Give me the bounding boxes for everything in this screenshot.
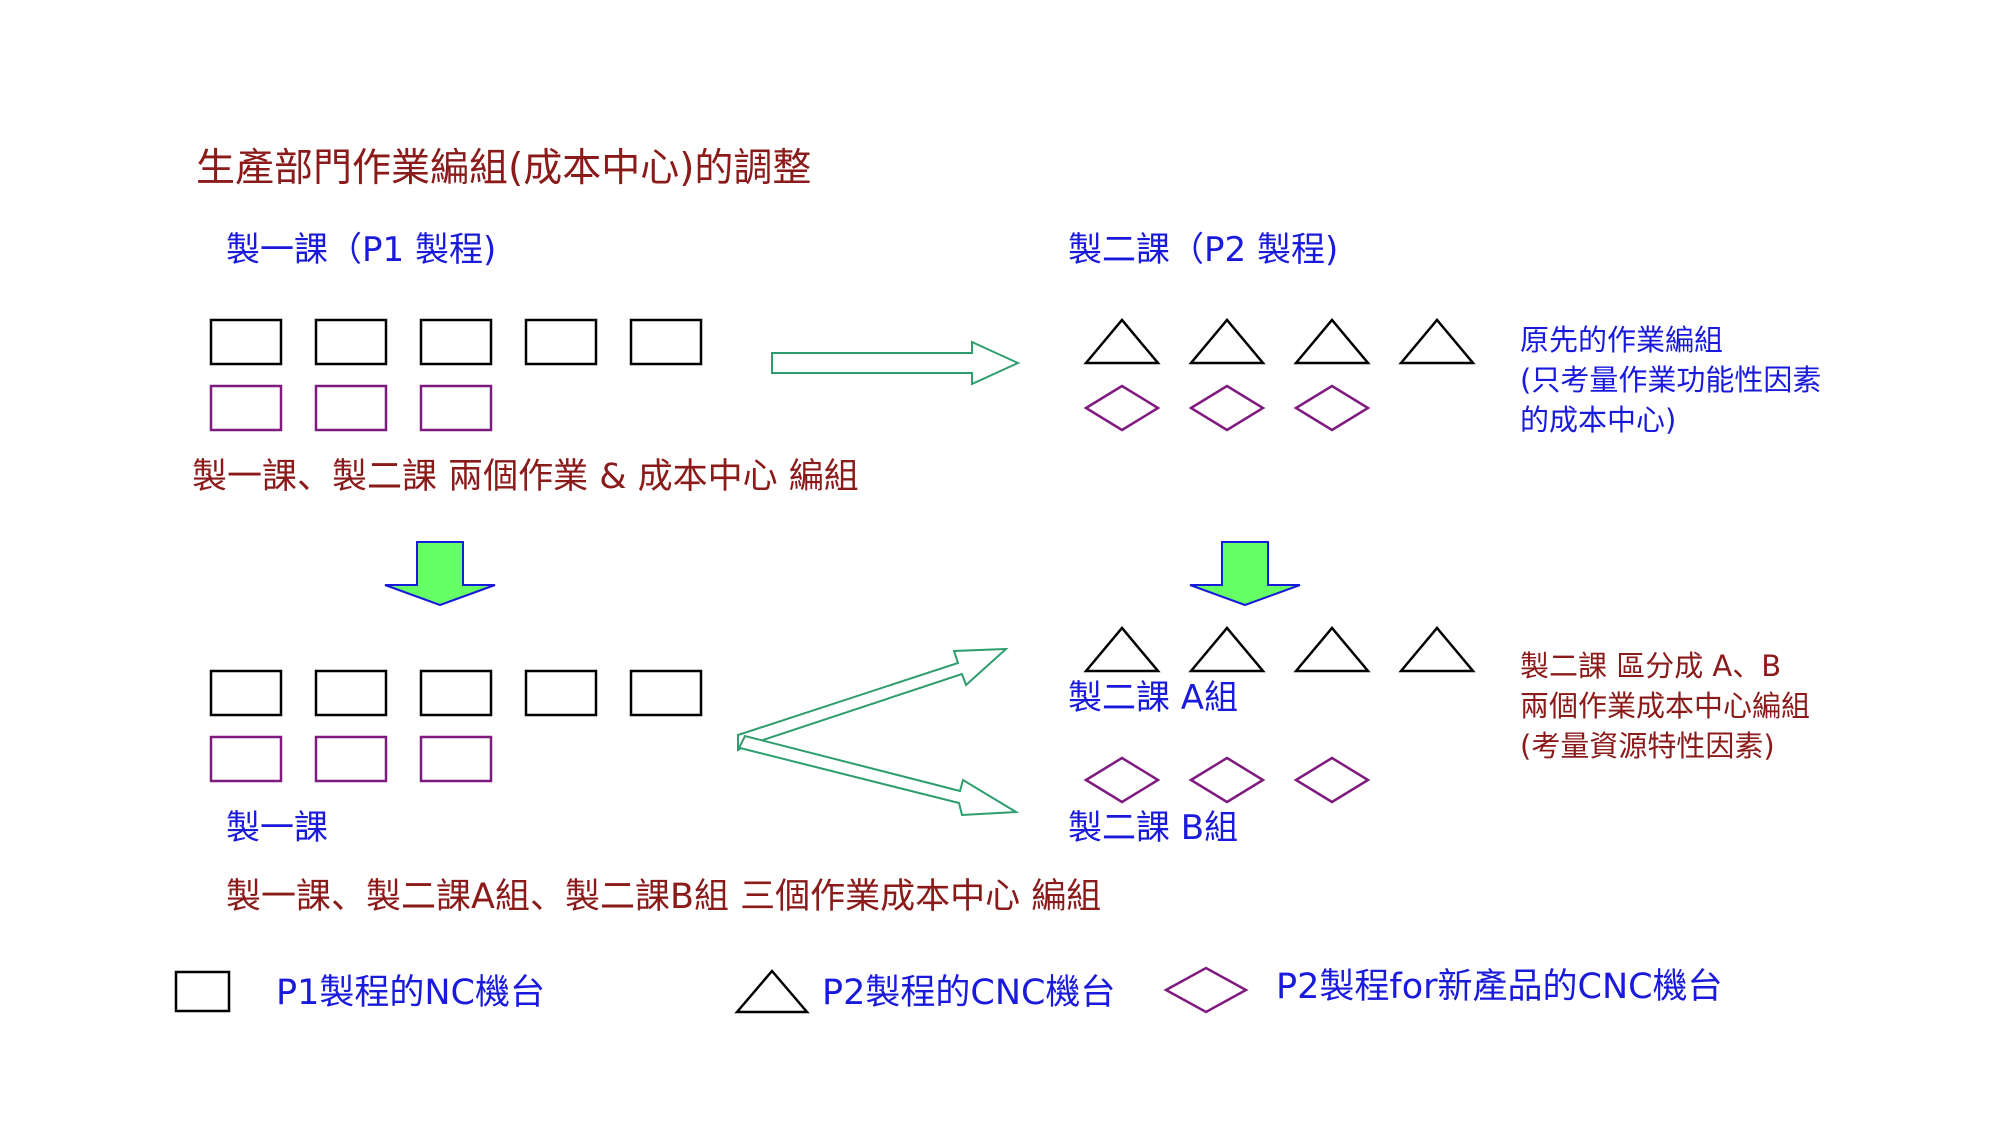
new-product-cnc-diamond-icon bbox=[1293, 756, 1371, 804]
nc-machine-rect-icon bbox=[314, 669, 388, 717]
step-down-arrow-right-icon bbox=[1189, 541, 1301, 607]
nc-machine-rect-icon bbox=[314, 318, 388, 366]
top-right-header: 製二課（P2 製程) bbox=[1068, 230, 1339, 270]
legend-triangle-label: P2製程的CNC機台 bbox=[822, 973, 1116, 1013]
new-product-nc-rect-icon bbox=[209, 384, 283, 432]
top-note-line-1: 原先的作業編組 bbox=[1520, 323, 1724, 357]
new-product-nc-rect-icon bbox=[419, 384, 493, 432]
cnc-machine-triangle-icon bbox=[1083, 318, 1161, 365]
new-product-cnc-diamond-icon bbox=[1083, 384, 1161, 432]
legend-rect-label: P1製程的NC機台 bbox=[276, 973, 545, 1013]
bottom-left-label: 製一課 bbox=[226, 808, 328, 848]
new-product-nc-rect-icon bbox=[314, 735, 388, 783]
legend-diamond-icon bbox=[1163, 966, 1249, 1014]
nc-machine-rect-icon bbox=[524, 669, 598, 717]
new-product-nc-rect-icon bbox=[314, 384, 388, 432]
nc-machine-rect-icon bbox=[419, 318, 493, 366]
new-product-cnc-diamond-icon bbox=[1188, 384, 1266, 432]
group-a-label: 製二課 A組 bbox=[1068, 678, 1239, 718]
nc-machine-rect-icon bbox=[629, 669, 703, 717]
new-product-cnc-diamond-icon bbox=[1293, 384, 1371, 432]
legend-triangle-icon bbox=[734, 969, 810, 1014]
legend-diamond-label: P2製程for新產品的CNC機台 bbox=[1276, 967, 1723, 1007]
step-down-arrow-left-icon bbox=[384, 541, 496, 607]
cnc-machine-triangle-icon bbox=[1083, 626, 1161, 673]
flow-arrow-upper-icon bbox=[737, 647, 1009, 752]
top-note: 原先的作業編組 (只考量作業功能性因素 的成本中心) bbox=[1520, 320, 1821, 440]
cnc-machine-triangle-icon bbox=[1293, 626, 1371, 673]
page-title: 生產部門作業編組(成本中心)的調整 bbox=[196, 146, 812, 191]
new-product-nc-rect-icon bbox=[419, 735, 493, 783]
nc-machine-rect-icon bbox=[524, 318, 598, 366]
cnc-machine-triangle-icon bbox=[1188, 626, 1266, 673]
flow-arrow-right-icon bbox=[771, 340, 1021, 386]
cnc-machine-triangle-icon bbox=[1188, 318, 1266, 365]
nc-machine-rect-icon bbox=[209, 669, 283, 717]
new-product-cnc-diamond-icon bbox=[1188, 756, 1266, 804]
group-b-label: 製二課 B組 bbox=[1068, 808, 1239, 848]
nc-machine-rect-icon bbox=[209, 318, 283, 366]
top-caption: 製一課、製二課 兩個作業 & 成本中心 編組 bbox=[192, 457, 859, 497]
nc-machine-rect-icon bbox=[419, 669, 493, 717]
cnc-machine-triangle-icon bbox=[1398, 626, 1476, 673]
cnc-machine-triangle-icon bbox=[1293, 318, 1371, 365]
bottom-note-line-3: (考量資源特性因素) bbox=[1520, 729, 1775, 763]
top-note-line-2: (只考量作業功能性因素 bbox=[1520, 363, 1822, 397]
flow-arrow-lower-icon bbox=[737, 734, 1020, 817]
bottom-note: 製二課 區分成 A、B 兩個作業成本中心編組 (考量資源特性因素) bbox=[1520, 646, 1810, 766]
legend-rectangle-icon bbox=[174, 970, 231, 1013]
bottom-note-line-2: 兩個作業成本中心編組 bbox=[1520, 689, 1811, 723]
new-product-cnc-diamond-icon bbox=[1083, 756, 1161, 804]
top-note-line-3: 的成本中心) bbox=[1520, 403, 1677, 437]
bottom-note-line-1: 製二課 區分成 A、B bbox=[1520, 649, 1782, 683]
new-product-nc-rect-icon bbox=[209, 735, 283, 783]
bottom-caption: 製一課、製二課A組、製二課B組 三個作業成本中心 編組 bbox=[226, 877, 1102, 917]
top-left-header: 製一課（P1 製程) bbox=[226, 230, 497, 270]
nc-machine-rect-icon bbox=[629, 318, 703, 366]
cnc-machine-triangle-icon bbox=[1398, 318, 1476, 365]
